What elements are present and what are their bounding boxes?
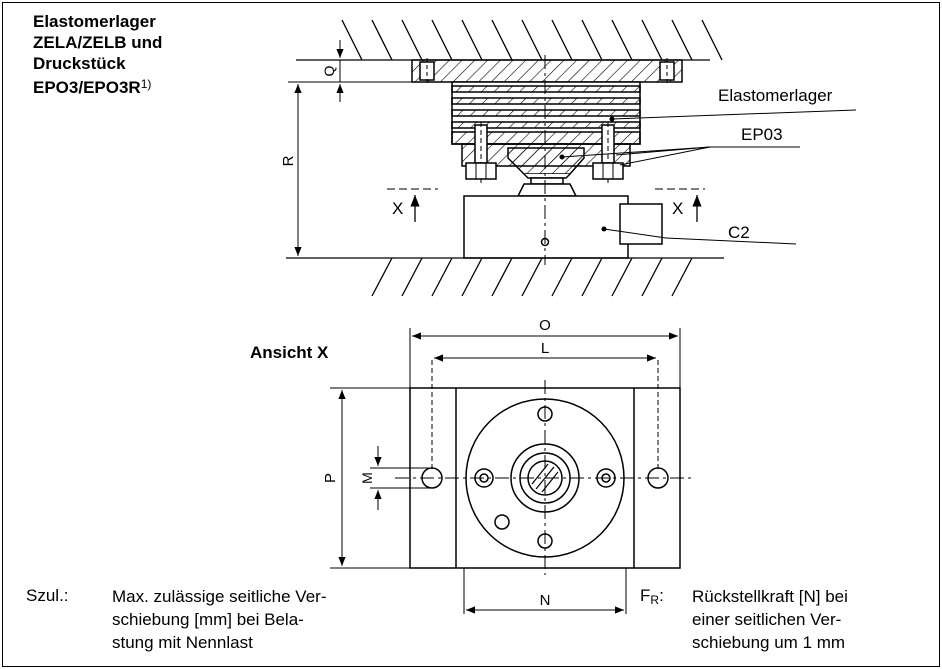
- dim-r-label: R: [280, 155, 297, 166]
- plan-view: [330, 328, 695, 614]
- legend-fr-line: schiebung um 1 mm: [692, 633, 846, 652]
- dim-q-label: Q: [321, 65, 337, 76]
- legend-fr-colon: :: [659, 586, 664, 605]
- section-mark-left: X: [392, 199, 403, 218]
- legend-szul-line: Max. zulässige seitliche Ver-: [112, 587, 327, 606]
- legend-fr-key: FR:: [640, 585, 664, 611]
- title-line-3: Druckstück: [33, 54, 126, 73]
- title-line-1: Elastomerlager: [33, 12, 156, 31]
- view-title: Ansicht X: [250, 343, 329, 362]
- ceiling-hatch: [296, 19, 723, 61]
- dim-l-label: L: [541, 340, 549, 357]
- dim-p-label: P: [322, 473, 339, 483]
- section-mark-right: X: [672, 199, 683, 218]
- legend-fr-line: einer seitlichen Ver-: [692, 610, 842, 629]
- title-line-4-text: EPO3/EPO3R: [33, 78, 141, 97]
- pressure-piece: [507, 147, 585, 175]
- label-elastomerlager: Elastomerlager: [718, 86, 833, 105]
- dim-n-label: N: [540, 592, 551, 609]
- footnote-marker: 1): [140, 77, 152, 91]
- title-line-4: EPO3/EPO3R1): [33, 74, 162, 98]
- legend-fr-line: Rückstellkraft [N] bei: [692, 587, 848, 606]
- dim-o-label: O: [539, 317, 551, 334]
- legend-fr-sub: R: [650, 593, 660, 607]
- legend-fr-description: Rückstellkraft [N] bei einer seitlichen …: [692, 585, 848, 654]
- label-ep03: EP03: [741, 125, 783, 144]
- legend-szul-key: Szul.:: [26, 586, 69, 605]
- floor-hatch: [286, 257, 724, 297]
- cable-box: [619, 203, 663, 245]
- legend-szul-description: Max. zulässige seitliche Ver- schiebung …: [112, 585, 326, 654]
- top-plate: [411, 59, 683, 83]
- dim-m-label: M: [359, 472, 375, 484]
- legend-szul-line: stung mit Nennlast: [112, 633, 253, 652]
- label-c2: C2: [728, 223, 750, 242]
- title-line-2: ZELA/ZELB und: [33, 33, 163, 52]
- legend-szul-line: schiebung [mm] bei Bela-: [112, 610, 304, 629]
- side-view: [286, 19, 857, 297]
- drawing-title: Elastomerlager ZELA/ZELB und Druckstück …: [33, 11, 162, 98]
- legend-fr-main: F: [640, 586, 651, 605]
